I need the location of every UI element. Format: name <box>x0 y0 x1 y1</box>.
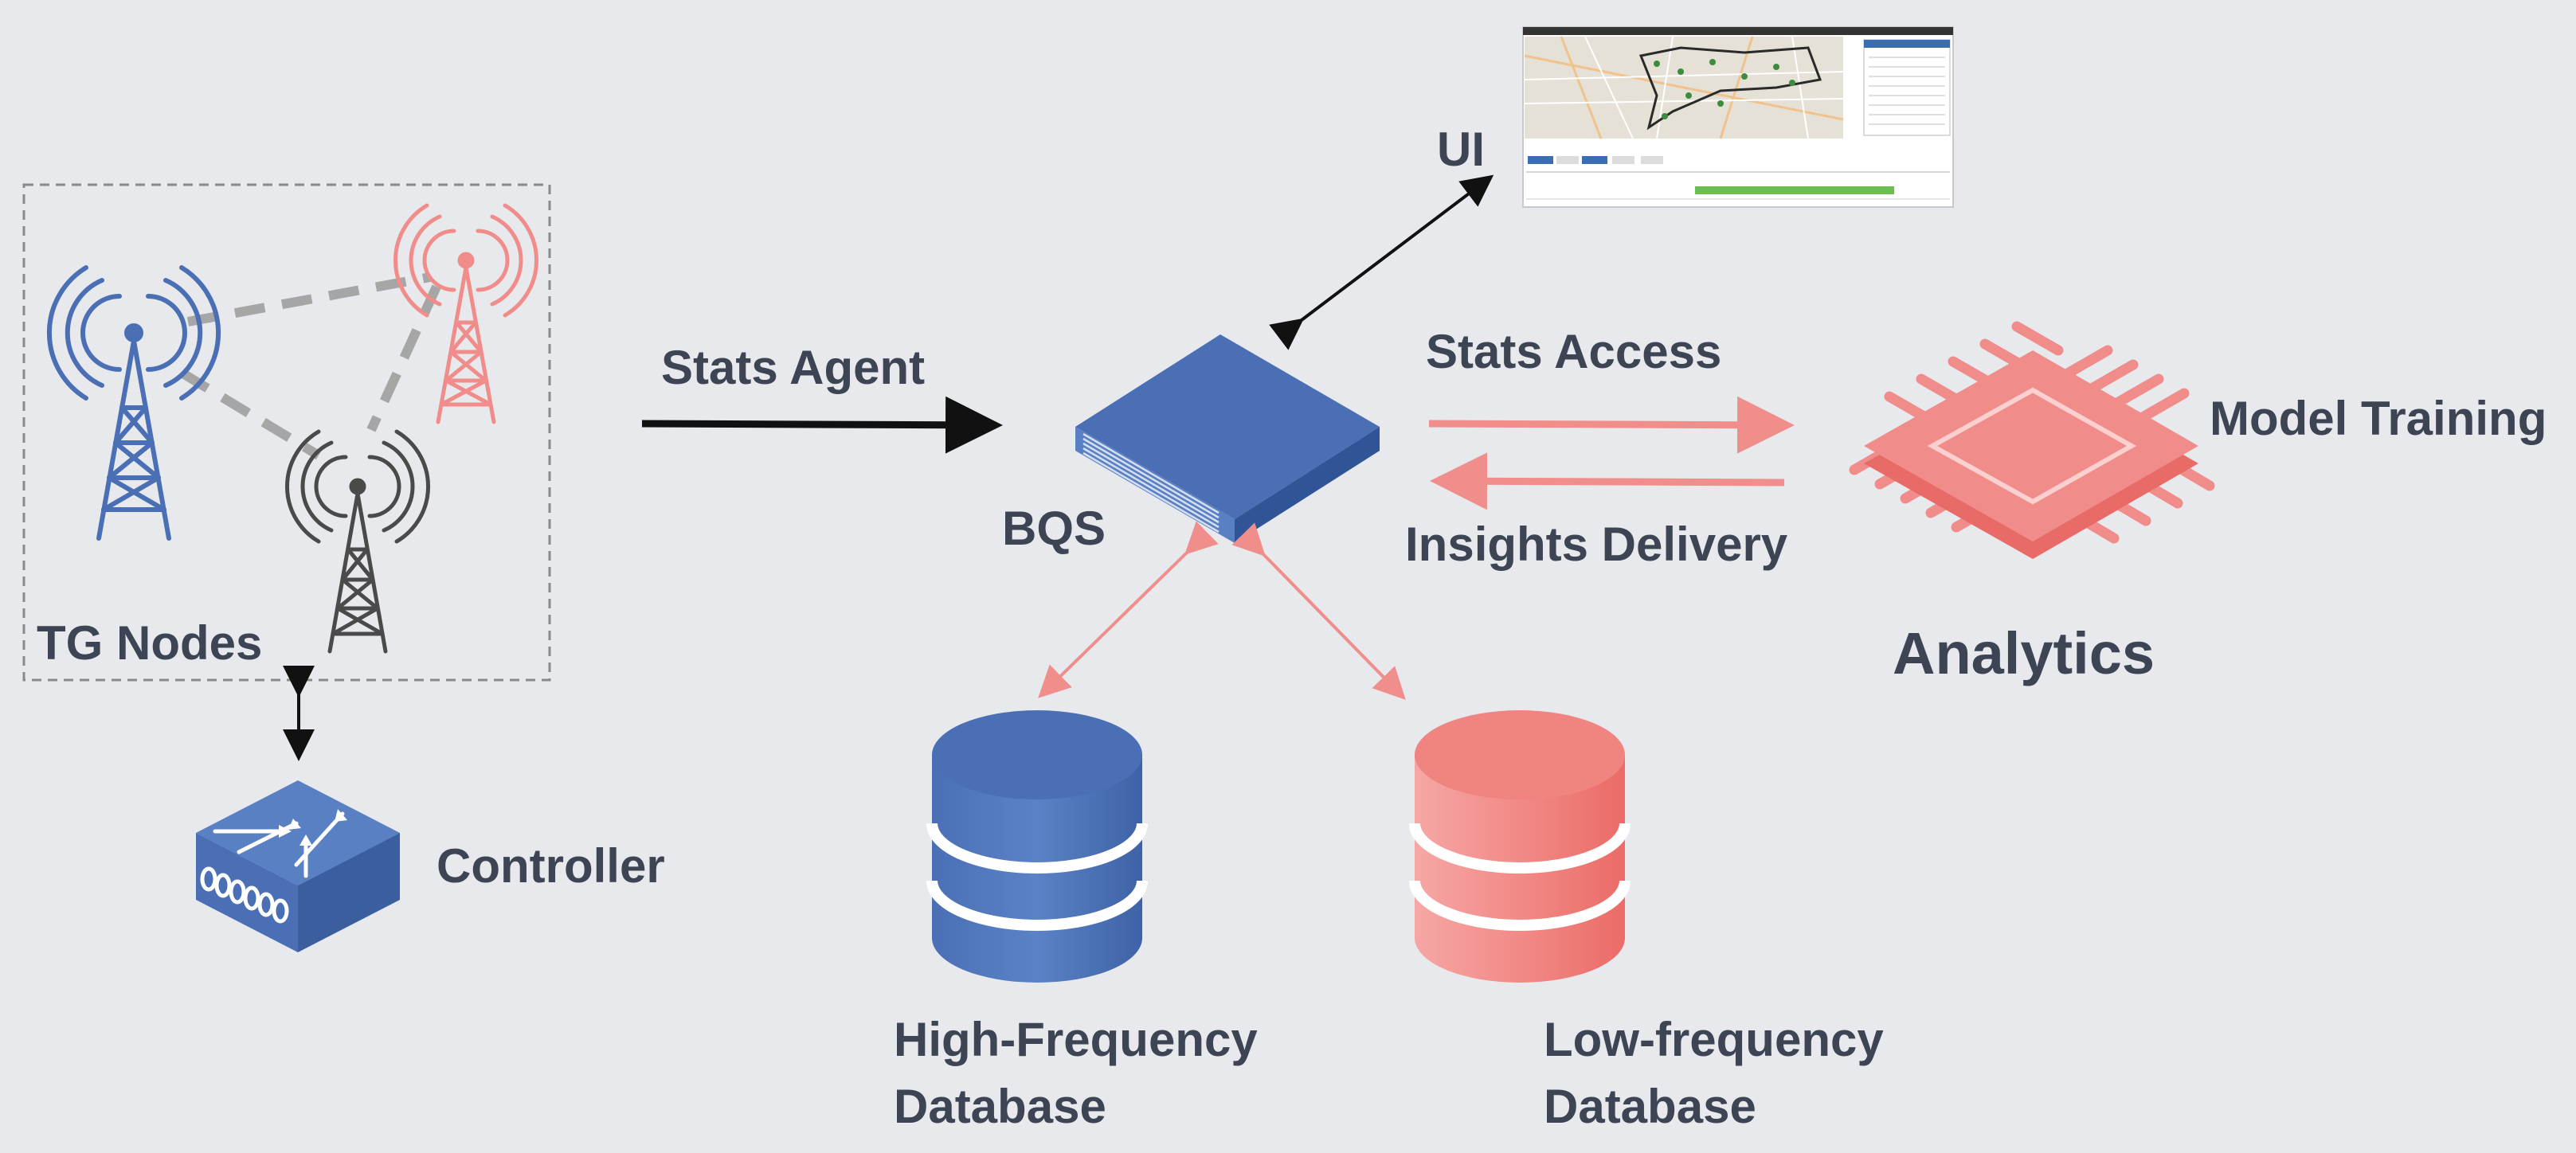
tg-nodes-label: TG Nodes <box>37 616 263 670</box>
database-icon <box>1409 710 1631 983</box>
ui-label: UI <box>1437 123 1485 176</box>
insights-delivery-label: Insights Delivery <box>1405 518 1788 571</box>
controller-label: Controller <box>437 839 665 893</box>
database-icon <box>926 710 1148 983</box>
high-frequency-db-label: High-Frequency Database <box>894 1013 1258 1133</box>
bqs-label: BQS <box>1002 502 1106 555</box>
tg-mesh-links <box>178 272 441 460</box>
stats-access-arrow <box>1428 396 1795 454</box>
high-frequency-db-link-arrow <box>1038 521 1219 698</box>
ui-screenshot-thumbnail <box>1522 26 1954 208</box>
router-icon <box>196 780 400 952</box>
server-icon <box>1075 334 1380 543</box>
stats-agent-label: Stats Agent <box>661 341 926 394</box>
tower-icon <box>285 429 430 654</box>
model-training-label: Model Training <box>2210 392 2547 445</box>
ui-link-arrow <box>1269 174 1494 350</box>
insights-delivery-arrow <box>1430 452 1785 510</box>
stats-access-label: Stats Access <box>1426 325 1722 378</box>
low-frequency-db-link-arrow <box>1231 522 1406 700</box>
low-frequency-db-label: Low-frequency Database <box>1544 1013 1884 1133</box>
analytics-label: Analytics <box>1893 620 2155 686</box>
chip-icon <box>1849 321 2215 559</box>
stats-agent-arrow <box>641 396 1003 454</box>
tower-icon <box>393 203 538 424</box>
tower-icon <box>47 265 221 541</box>
